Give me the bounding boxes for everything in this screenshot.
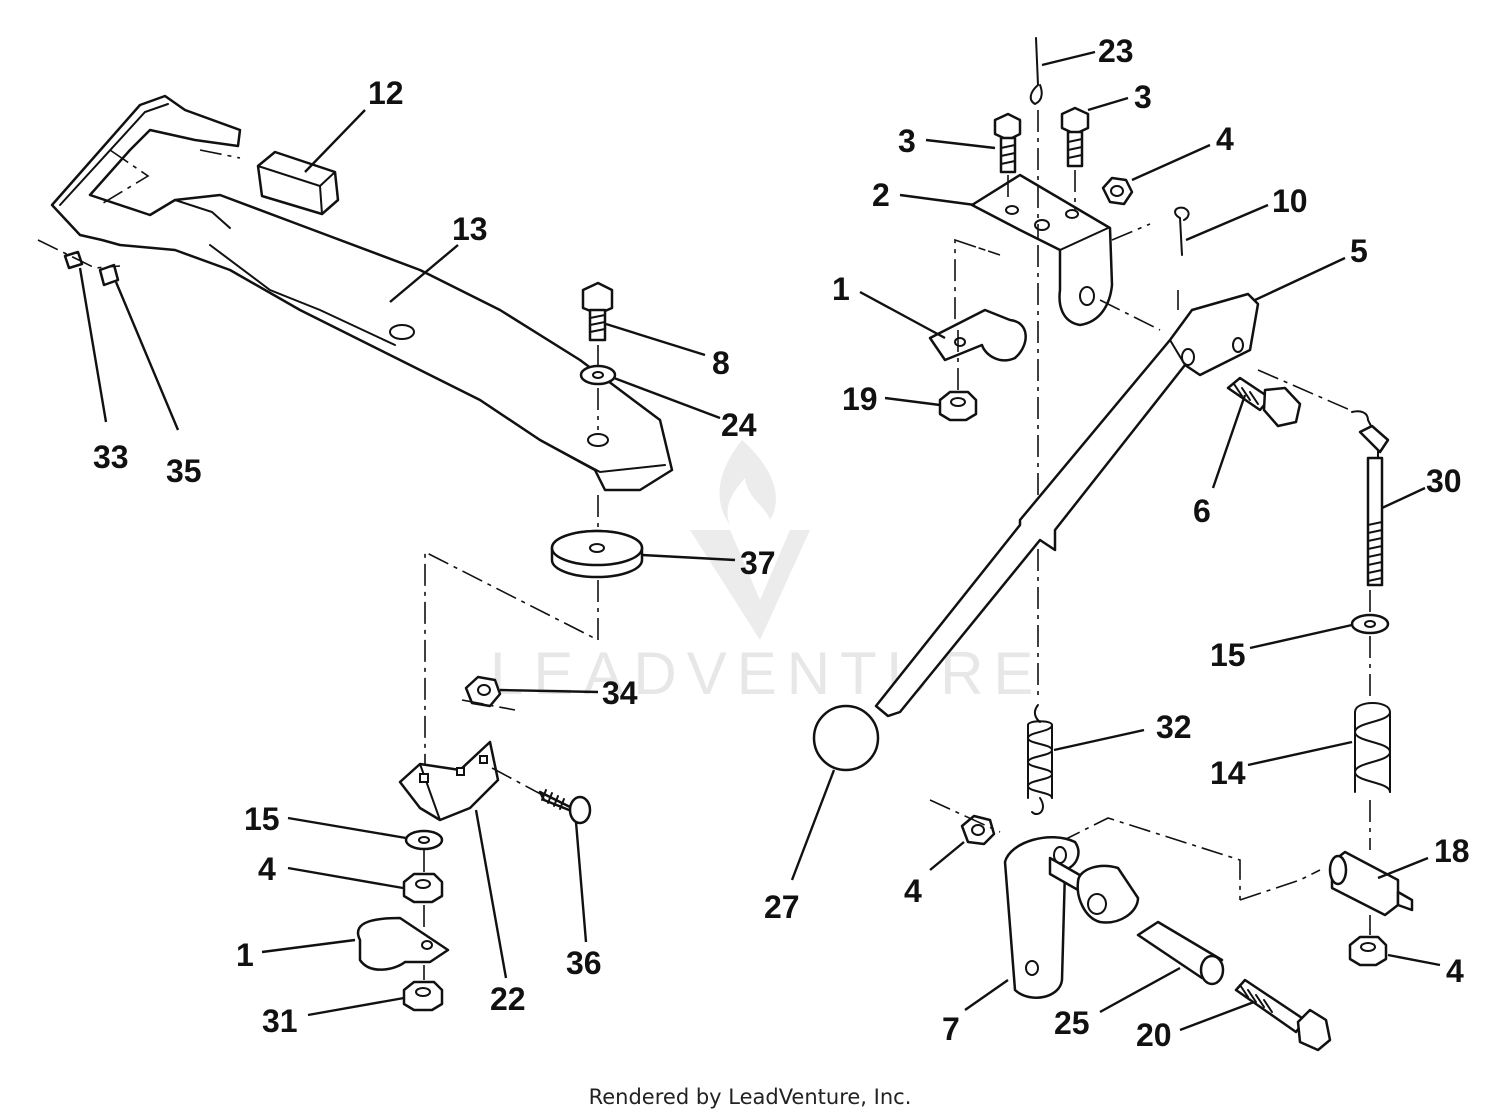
part-32-spring xyxy=(1026,704,1054,816)
part-10-cotter-pin xyxy=(1174,206,1190,256)
callout-36: 36 xyxy=(566,945,602,981)
part-30-rod xyxy=(1351,410,1390,587)
part-27-knob xyxy=(812,704,880,772)
part-31-nut xyxy=(402,980,444,1012)
watermark-text: LEADVENTURE xyxy=(490,640,1043,707)
part-5-lever xyxy=(874,292,1260,718)
callout-33: 33 xyxy=(93,439,129,475)
part-37-washer xyxy=(550,529,644,579)
part-22-bracket xyxy=(398,740,500,822)
part-19-nut xyxy=(938,390,978,422)
part-3-bolt-left xyxy=(993,112,1022,174)
callout-22: 22 xyxy=(490,981,526,1017)
callout-18: 18 xyxy=(1434,833,1470,869)
callout-1-left: 1 xyxy=(236,937,254,973)
part-7-collar xyxy=(1076,864,1140,924)
part-12-pad xyxy=(256,150,340,216)
callout-13: 13 xyxy=(452,211,488,247)
callout-6: 6 xyxy=(1193,493,1211,529)
part-25-sleeve xyxy=(1136,920,1225,986)
left-assembly xyxy=(37,94,674,1012)
callout-4-left: 4 xyxy=(258,851,276,887)
part-33-pin xyxy=(63,250,84,270)
callout-7: 7 xyxy=(942,1011,960,1047)
callout-35: 35 xyxy=(166,453,202,489)
callouts: 12 13 33 35 8 24 37 34 15 4 1 31 22 36 2… xyxy=(93,33,1470,1053)
leader-lines xyxy=(78,50,1441,1032)
part-1-clip-right xyxy=(928,308,1027,362)
callout-34: 34 xyxy=(602,675,638,711)
watermark: LEADVENTURE xyxy=(490,440,1043,707)
callout-23: 23 xyxy=(1098,33,1134,69)
callout-19: 19 xyxy=(842,381,878,417)
callout-4-middle: 4 xyxy=(904,873,922,909)
callout-30: 30 xyxy=(1426,463,1462,499)
callout-10: 10 xyxy=(1272,183,1308,219)
callout-25: 25 xyxy=(1054,1005,1090,1041)
part-4-nut-middle xyxy=(960,814,996,846)
part-18-ferrule xyxy=(1328,850,1414,917)
part-4-nut-lower-right xyxy=(1348,935,1388,967)
callout-27: 27 xyxy=(764,889,800,925)
part-4-nut xyxy=(402,872,444,904)
callout-15-right: 15 xyxy=(1210,637,1246,673)
callout-5: 5 xyxy=(1350,233,1368,269)
callout-3-left: 3 xyxy=(898,123,916,159)
callout-3-right: 3 xyxy=(1134,79,1152,115)
callout-2: 2 xyxy=(872,177,890,213)
part-7-plate xyxy=(1003,835,1080,999)
callout-4-top: 4 xyxy=(1216,121,1234,157)
callout-12: 12 xyxy=(368,75,404,111)
callout-14: 14 xyxy=(1210,755,1246,791)
part-14-spring xyxy=(1353,702,1392,793)
callout-4-lower-right: 4 xyxy=(1446,953,1464,989)
part-35-pin xyxy=(98,263,120,287)
right-assembly xyxy=(812,37,1414,1052)
callout-24: 24 xyxy=(721,407,757,443)
part-4-nut-top xyxy=(1101,176,1134,206)
part-6-bolt xyxy=(1226,376,1302,428)
callout-32: 32 xyxy=(1156,709,1192,745)
part-36-bolt xyxy=(538,789,592,825)
callout-20: 20 xyxy=(1136,1017,1172,1053)
part-8-bolt xyxy=(581,281,614,342)
callout-37: 37 xyxy=(740,545,776,581)
part-34-nut xyxy=(464,675,502,708)
part-1-clip xyxy=(356,916,450,971)
flame-v-logo-icon xyxy=(690,440,810,640)
footer-credit: Rendered by LeadVenture, Inc. xyxy=(589,1085,912,1109)
part-13-bracket xyxy=(50,94,674,492)
part-20-bolt xyxy=(1234,978,1332,1052)
callout-8: 8 xyxy=(712,345,730,381)
callout-1-right: 1 xyxy=(832,271,850,307)
callout-15-left: 15 xyxy=(244,801,280,837)
callout-31: 31 xyxy=(262,1003,298,1039)
part-3-bolt-right xyxy=(1060,106,1090,168)
part-23-cotter-pin xyxy=(1029,37,1043,106)
